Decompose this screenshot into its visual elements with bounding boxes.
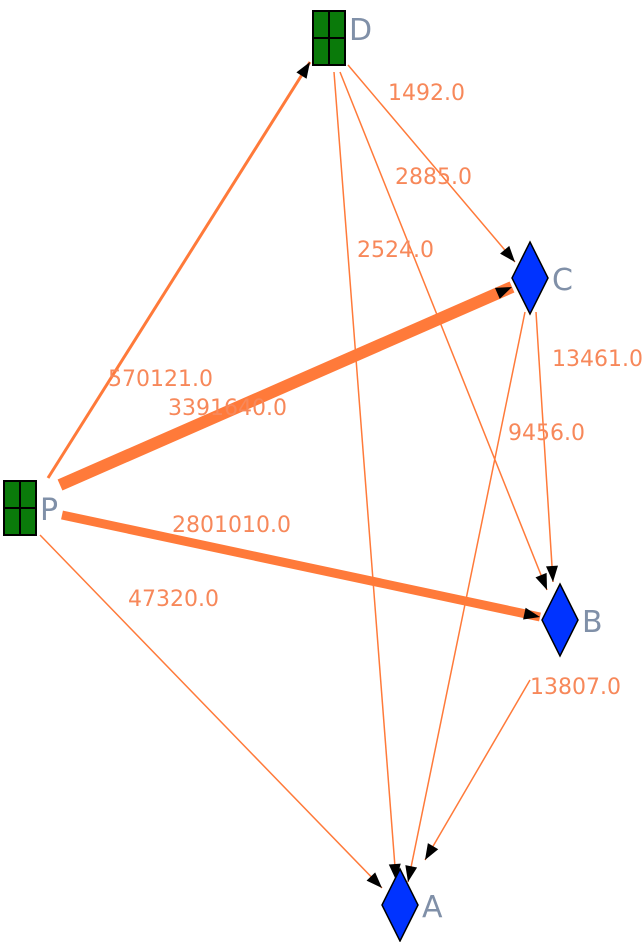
edge-p-c: [57, 281, 515, 491]
edge-weight-label: 9456.0: [508, 421, 585, 446]
node-d[interactable]: D: [312, 10, 372, 66]
arrowhead-icon: [546, 565, 558, 582]
arrowhead-icon: [425, 843, 439, 860]
arrowhead-icon: [523, 607, 540, 620]
edge-p-b: [61, 510, 541, 622]
edge-d-b: [339, 71, 548, 591]
node-label: P: [40, 493, 58, 528]
node-b[interactable]: B: [541, 582, 603, 658]
node-label: B: [582, 605, 603, 640]
arrowhead-icon: [366, 872, 382, 888]
edge-weight-label: 3391640.0: [168, 396, 287, 421]
edge-d-c: [347, 64, 516, 263]
edge-d-a: [333, 71, 397, 881]
edge-weight-label: 13461.0: [552, 347, 643, 372]
arrowhead-icon: [296, 62, 310, 79]
edge-weight-label: 2885.0: [395, 165, 472, 190]
edge-weight-label: 47320.0: [128, 587, 219, 612]
edge-p-d: [46, 61, 312, 479]
arrowhead-icon: [388, 863, 401, 880]
edge-c-a: [407, 311, 526, 883]
edge-p-a: [39, 534, 383, 889]
node-c[interactable]: C: [511, 240, 573, 316]
arrowhead-icon: [500, 245, 515, 262]
arrowhead-icon: [535, 572, 547, 590]
arrowhead-icon: [405, 865, 418, 882]
edge-c-b: [535, 311, 554, 583]
node-label: C: [552, 263, 573, 298]
arrowhead-icon: [494, 287, 512, 299]
edge-weight-label: 2801010.0: [172, 513, 291, 538]
node-a[interactable]: A: [381, 867, 443, 942]
edge-b-a: [424, 679, 531, 861]
node-label: D: [349, 13, 372, 48]
node-label: A: [422, 890, 443, 925]
edge-weight-label: 2524.0: [357, 238, 434, 263]
edge-weight-label: 1492.0: [388, 81, 465, 106]
node-p[interactable]: P: [3, 480, 58, 536]
edge-weight-label: 13807.0: [530, 675, 621, 700]
edge-weight-label: 570121.0: [108, 367, 213, 392]
